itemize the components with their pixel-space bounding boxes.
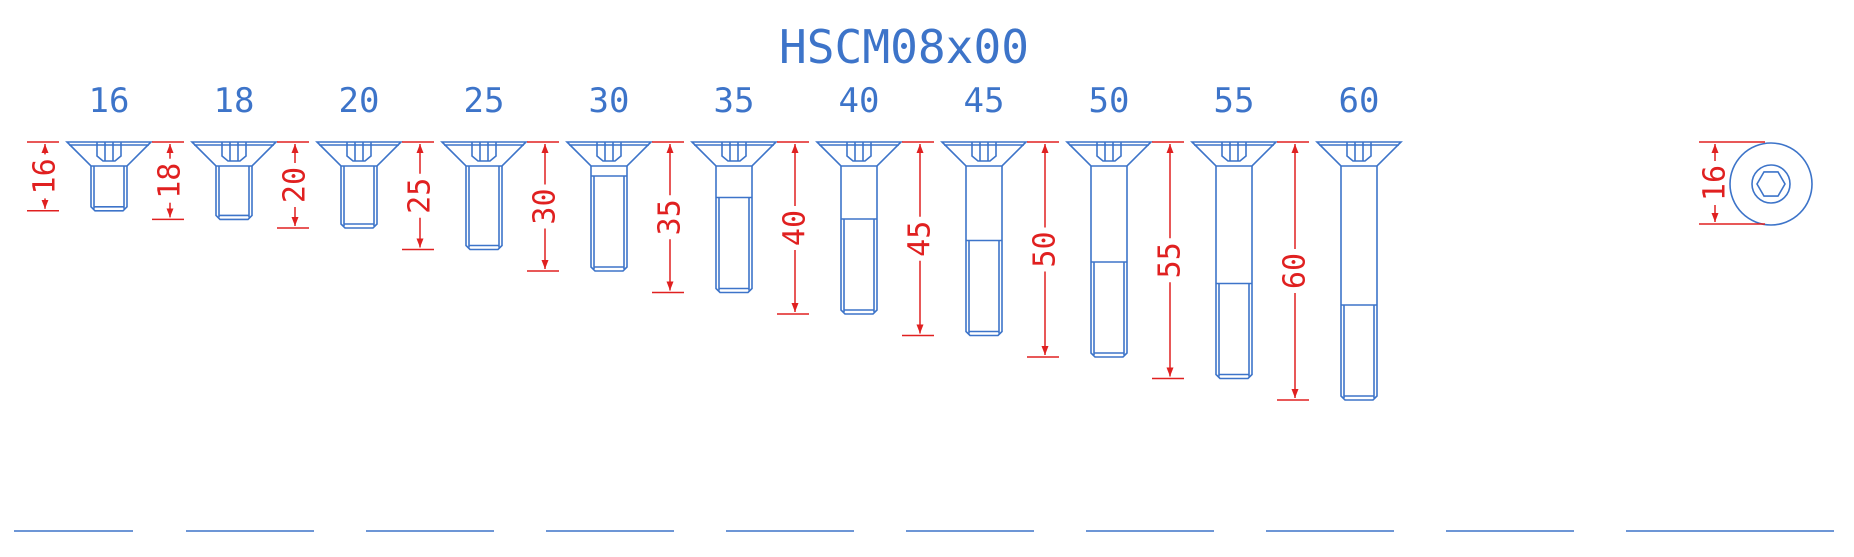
hex-socket-icon [846,142,872,162]
hex-socket-icon [596,142,622,162]
hex-socket-icon [1096,142,1122,162]
dimension-text-gap [31,154,59,199]
screw-shank [965,166,1003,337]
dimension-55: 55 [1152,141,1188,380]
hex-socket-icon [1221,142,1247,162]
length-label: 20 [339,81,380,121]
screw-shank [215,166,253,221]
dimension-60: 60 [1277,141,1313,401]
screw-shank [90,166,128,212]
length-label: 50 [1089,81,1130,121]
dimension-text-gap [1031,227,1059,272]
screw-45: 45 45 [902,81,1028,337]
length-label: 40 [839,81,880,121]
dimension-value: 16 [28,158,63,194]
screw-40: 40 40 [777,81,903,315]
hex-socket-icon [346,142,372,162]
hex-socket-icon [221,142,247,162]
dimension-text-gap [906,216,934,261]
dimension-value: 40 [778,210,813,246]
screw-60: 60 60 [1277,81,1403,401]
screw-shank [590,166,628,272]
length-label: 60 [1339,81,1380,121]
socket-circle [1751,164,1791,204]
dimension-25: 25 [402,141,438,251]
dimension-35: 35 [652,141,688,294]
hex-socket-icon [1756,171,1786,197]
length-label: 55 [1214,81,1255,121]
hex-socket-icon [471,142,497,162]
dimension-16: 16 [27,141,63,212]
dimension-50: 50 [1027,141,1063,358]
dimension-value: 60 [1278,253,1313,289]
screw-35: 35 35 [652,81,778,294]
dimension-value: 55 [1153,242,1188,278]
screw-25: 25 25 [402,81,528,251]
dimension-value: 25 [403,178,438,214]
drawing-title: HSCM08x00 [779,20,1029,74]
dimension-value: 20 [278,167,313,203]
dimension-18: 18 [152,141,188,221]
dimension-45: 45 [902,141,938,337]
screw-shank [465,166,503,251]
hex-socket-icon [721,142,747,162]
dimension-text-gap [1156,238,1184,283]
screw-50: 50 50 [1027,81,1153,358]
dimension-value: 30 [528,188,563,224]
screw-30: 30 30 [527,81,653,272]
length-label: 30 [589,81,630,121]
screw-55: 55 55 [1152,81,1278,380]
screw-shank [1090,166,1128,358]
hex-socket-icon [971,142,997,162]
dimension-value: 35 [653,199,688,235]
dimension-text-gap [531,184,559,229]
head-dimension-value: 16 [1698,165,1733,201]
dimension-text-gap [406,173,434,218]
dimension-value: 18 [153,163,188,199]
dimension-text-gap [281,163,309,207]
dimension-30: 30 [527,141,563,272]
screw-shank [715,166,753,294]
dimension-value: 50 [1028,231,1063,267]
screw-series: 1616181820202525303035354040454550505555… [27,81,1403,401]
hex-socket-icon [1346,142,1372,162]
dimension-text-gap [1701,161,1729,205]
hex-socket-icon [96,142,122,162]
dimension-text-gap [156,158,184,203]
dimension-value: 45 [903,221,938,257]
screw-shank [340,166,378,229]
screw-shank [1215,166,1253,380]
head-outline-circle [1729,142,1813,226]
dimension-text-gap [781,206,809,250]
length-label: 18 [214,81,255,121]
length-label: 35 [714,81,755,121]
dimension-20: 20 [277,141,313,229]
dimension-40: 40 [777,141,813,315]
length-label: 45 [964,81,1005,121]
length-label: 16 [89,81,130,121]
dimension-text-gap [656,195,684,240]
screw-shank [840,166,878,315]
head-view: 16 [1698,141,1813,226]
dimension-text-gap [1281,249,1309,293]
screw-shank [1340,166,1378,401]
length-label: 25 [464,81,505,121]
